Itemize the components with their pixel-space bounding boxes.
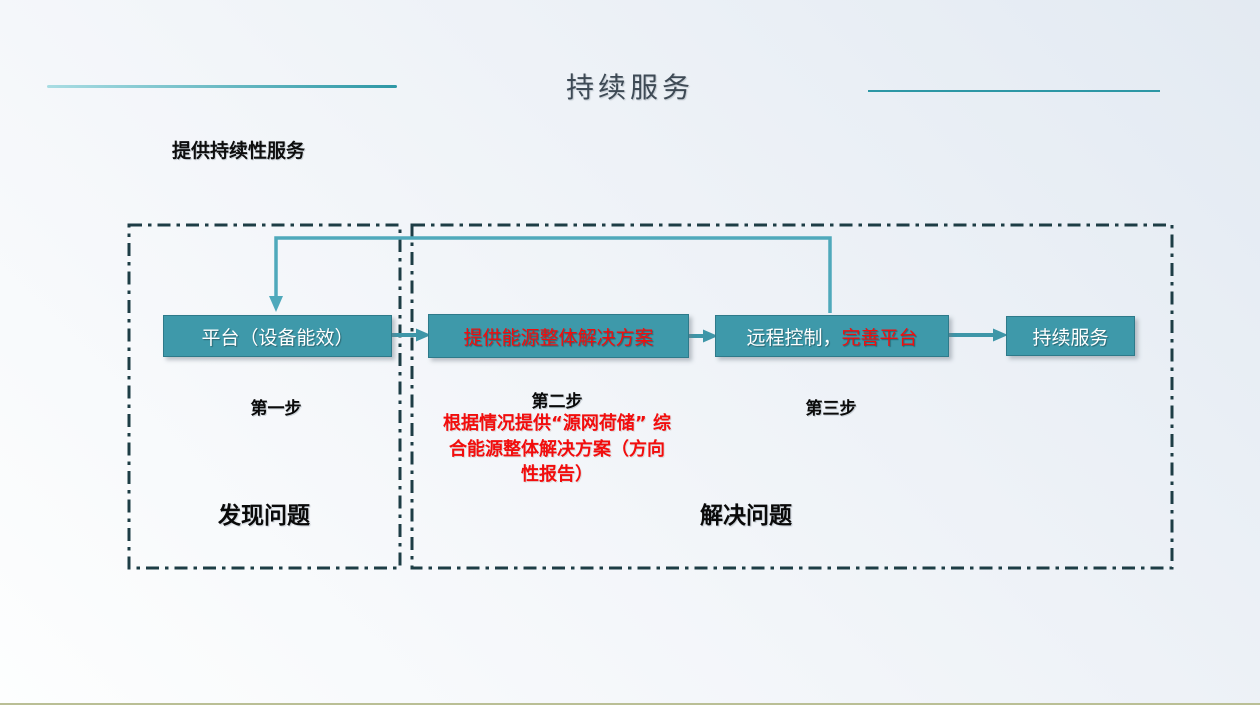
step-2-note: 根据情况提供“源网荷储” 综 合能源整体解决方案（方向 性报告） [407, 411, 707, 488]
flow-box-remote-label-red: 完善平台 [841, 326, 918, 349]
flow-box-service-label: 持续服务 [1032, 326, 1109, 349]
page-title: 持续服务 [565, 71, 694, 104]
footer-line [0, 703, 1260, 709]
discover-problems-label: 发现问题 [218, 503, 310, 529]
step-2-note-line-2: 合能源整体解决方案（方向 [449, 438, 665, 460]
step-2-note-line-1: 根据情况提供“源网荷储” 综 [443, 413, 671, 434]
step-2-label: 第二步 [531, 392, 583, 412]
step-2-note-line-3: 性报告） [521, 464, 593, 486]
title-accent-line-left [47, 85, 397, 88]
flow-box-platform: 平台（设备能效） [163, 315, 392, 357]
flow-box-continuous-service: 持续服务 [1006, 316, 1135, 356]
subtitle: 提供持续性服务 [172, 140, 306, 162]
step-1-label: 第一步 [250, 399, 302, 419]
step-3-label: 第三步 [805, 399, 857, 419]
flow-box-remote-label-white: 远程控制， [746, 326, 842, 349]
flow-box-remote-control: 远程控制， 完善平台 [715, 315, 949, 357]
feedback-arrow [269, 236, 832, 313]
flow-box-solution-label: 提供能源整体解决方案 [463, 326, 654, 349]
flow-box-solution: 提供能源整体解决方案 [428, 314, 689, 358]
flow-box-platform-label: 平台（设备能效） [201, 326, 354, 349]
title-accent-line-right [868, 90, 1160, 92]
solve-problems-label: 解决问题 [700, 503, 792, 529]
